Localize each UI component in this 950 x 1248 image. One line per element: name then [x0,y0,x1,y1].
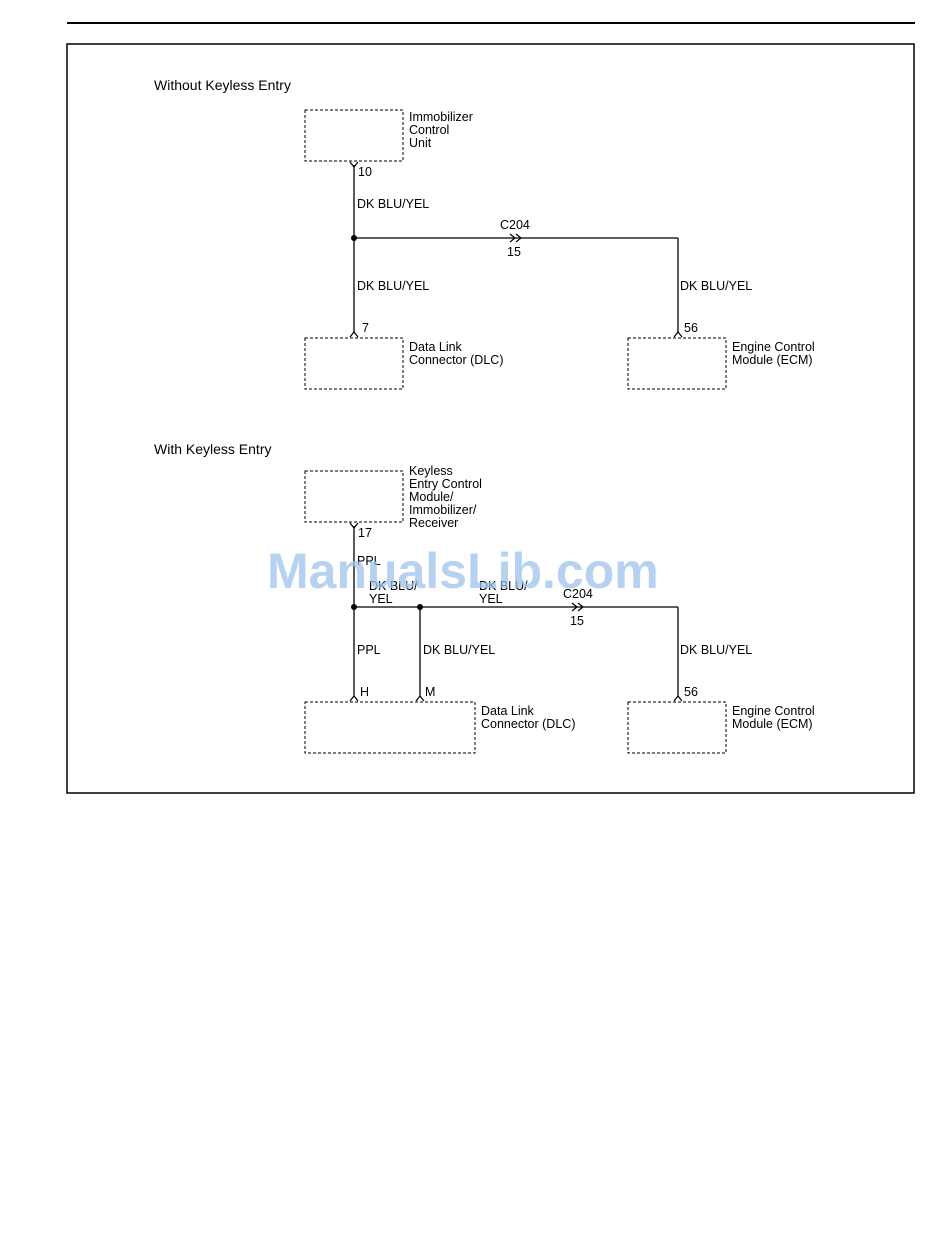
wire-label-b: DK BLU/ YEL [479,579,531,606]
ecm-box [627,337,727,390]
wire-label-top: DK BLU/YEL [357,197,429,211]
section-title-with: With Keyless Entry [154,441,271,457]
wire-label-a: DK BLU/ YEL [369,579,421,606]
ecm-label: Engine Control Module (ECM) [732,340,818,367]
section-with-keyless: With Keyless Entry Keyless Entry Control… [154,441,818,754]
ecm-box-2 [627,701,727,754]
c204-connector-icon [509,233,522,243]
pin-h: H [360,685,369,699]
pin-immob-10: 10 [358,165,372,179]
pin-dlc-7: 7 [362,321,369,335]
keyless-box [304,470,404,523]
wire-label-left: DK BLU/YEL [357,279,429,293]
c204-label-2: C204 [563,587,593,601]
dlc-label: Data Link Connector (DLC) [409,340,503,367]
immobilizer-label: Immobilizer Control Unit [409,110,476,150]
c204-connector-icon-2 [571,602,584,612]
dlc-label-2: Data Link Connector (DLC) [481,704,575,731]
wire-label-right: DK BLU/YEL [680,279,752,293]
wire-label-mid: DK BLU/YEL [423,643,495,657]
keyless-label: Keyless Entry Control Module/ Immobilize… [409,464,485,530]
dlc-box [304,337,404,390]
dlc-pin-connector-icon [349,331,359,338]
pin-m: M [425,685,435,699]
dlc-pin-m-connector-icon [415,695,425,702]
dlc-box-2 [304,701,476,754]
ecm-label-2: Engine Control Module (ECM) [732,704,818,731]
c204-pin: 15 [507,245,521,259]
ecm-pin-connector-icon-2 [673,695,683,702]
c204-label: C204 [500,218,530,232]
section-title-without: Without Keyless Entry [154,77,291,93]
immobilizer-box [304,109,404,162]
ecm-pin-connector-icon [673,331,683,338]
pin-keyless-17: 17 [358,526,372,540]
pin-ecm-56: 56 [684,321,698,335]
pin-ecm-56-2: 56 [684,685,698,699]
c204-pin-2: 15 [570,614,584,628]
dlc-pin-h-connector-icon [349,695,359,702]
wire-label-ppl-bottom: PPL [357,643,381,657]
section-without-keyless: Without Keyless Entry Immobilizer Contro… [154,77,818,390]
watermark: ManualsLib.com [267,543,659,599]
wire-label-ppl-top: PPL [357,554,381,568]
wire-label-right-2: DK BLU/YEL [680,643,752,657]
diagram-frame [66,43,915,794]
